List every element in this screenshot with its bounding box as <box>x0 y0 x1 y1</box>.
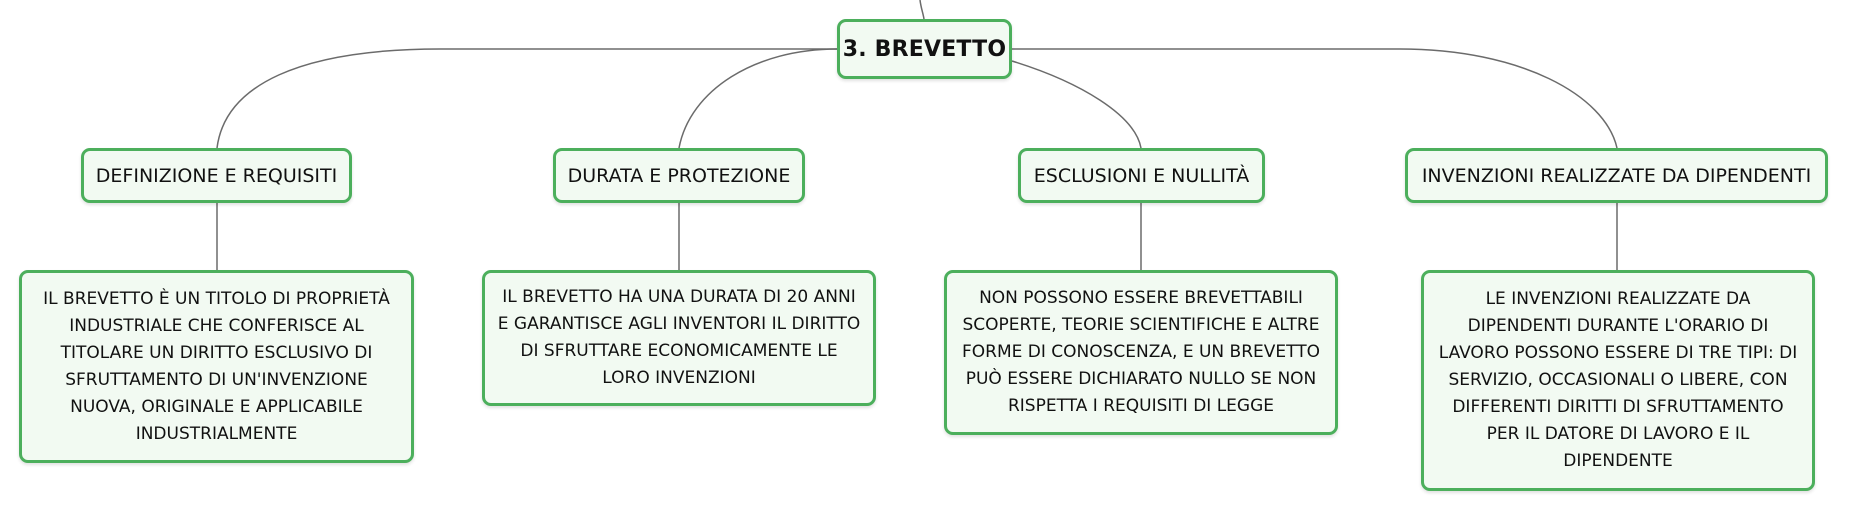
detail-node-invenzioni-dipendenti[interactable]: LE INVENZIONI REALIZZATE DA DIPENDENTI D… <box>1421 270 1815 491</box>
branch-node-label: ESCLUSIONI E NULLITÀ <box>1033 164 1250 187</box>
connector-root-branch-2 <box>1011 60 1142 149</box>
root-node-label: 3. BREVETTO <box>842 36 1007 62</box>
branch-node-label: INVENZIONI REALIZZATE DA DIPENDENTI <box>1421 164 1812 187</box>
connector-parent-stub <box>919 0 925 20</box>
branch-node-invenzioni-dipendenti[interactable]: INVENZIONI REALIZZATE DA DIPENDENTI <box>1405 148 1828 203</box>
connector-root-branch-1 <box>678 48 838 149</box>
branch-node-label: DEFINIZIONE E REQUISITI <box>95 164 338 187</box>
detail-node-text: NON POSSONO ESSERE BREVETTABILI SCOPERTE… <box>962 288 1320 416</box>
connector-root-branch-0 <box>216 48 837 149</box>
branch-node-label: DURATA E PROTEZIONE <box>567 164 791 187</box>
detail-node-esclusioni[interactable]: NON POSSONO ESSERE BREVETTABILI SCOPERTE… <box>944 270 1338 435</box>
branch-node-definizione[interactable]: DEFINIZIONE E REQUISITI <box>81 148 352 203</box>
branch-node-durata[interactable]: DURATA E PROTEZIONE <box>553 148 805 203</box>
detail-node-text: IL BREVETTO È UN TITOLO DI PROPRIETÀ IND… <box>43 288 390 444</box>
detail-node-durata[interactable]: IL BREVETTO HA UNA DURATA DI 20 ANNI E G… <box>482 270 876 406</box>
branch-node-esclusioni[interactable]: ESCLUSIONI E NULLITÀ <box>1018 148 1265 203</box>
detail-node-text: IL BREVETTO HA UNA DURATA DI 20 ANNI E G… <box>497 287 861 388</box>
root-node[interactable]: 3. BREVETTO <box>837 19 1012 79</box>
connector-root-branch-3 <box>1012 48 1618 149</box>
detail-node-definizione[interactable]: IL BREVETTO È UN TITOLO DI PROPRIETÀ IND… <box>19 270 414 463</box>
detail-node-text: LE INVENZIONI REALIZZATE DA DIPENDENTI D… <box>1438 289 1798 471</box>
